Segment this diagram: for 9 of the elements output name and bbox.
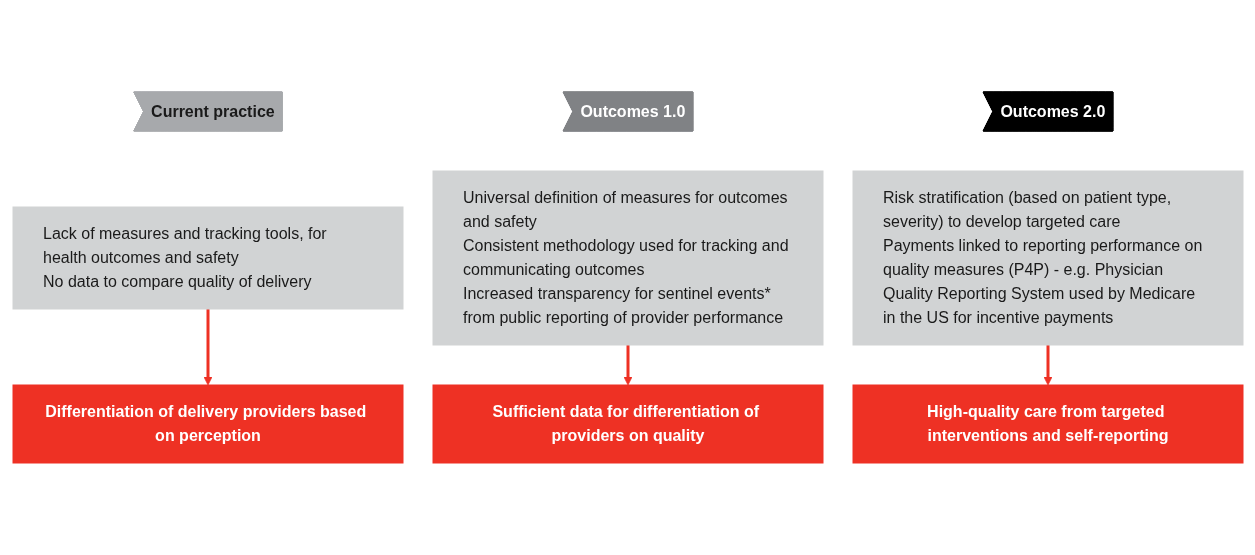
arrow: [623, 345, 632, 386]
node-box: Universal definition of measures for outcomes and safety Consistent methodology used for tracking and communicating outcomes Increased transparency for sentinel events* from public reporting of provider performance: [432, 170, 823, 346]
node-box: Lack of measures and tracking tools, for health outcomes and safety No data to compare quality of delivery: [12, 206, 403, 310]
arrow: [1043, 345, 1052, 386]
node-box: Risk stratification (based on patient type, severity) to develop targeted care Payments linked to reporting performance on quality measures (P4P) - e.g. Physician Quality Reporting System used by Medicare in the US for incentive payments: [852, 170, 1243, 346]
node-box: Sufficient data for differentiation of providers on quality: [432, 384, 823, 464]
node-box: High-quality care from targeted interventions and self-reporting: [852, 384, 1243, 464]
node-box: Differentiation of delivery providers based on perception: [12, 384, 403, 464]
arrow: [203, 309, 212, 386]
